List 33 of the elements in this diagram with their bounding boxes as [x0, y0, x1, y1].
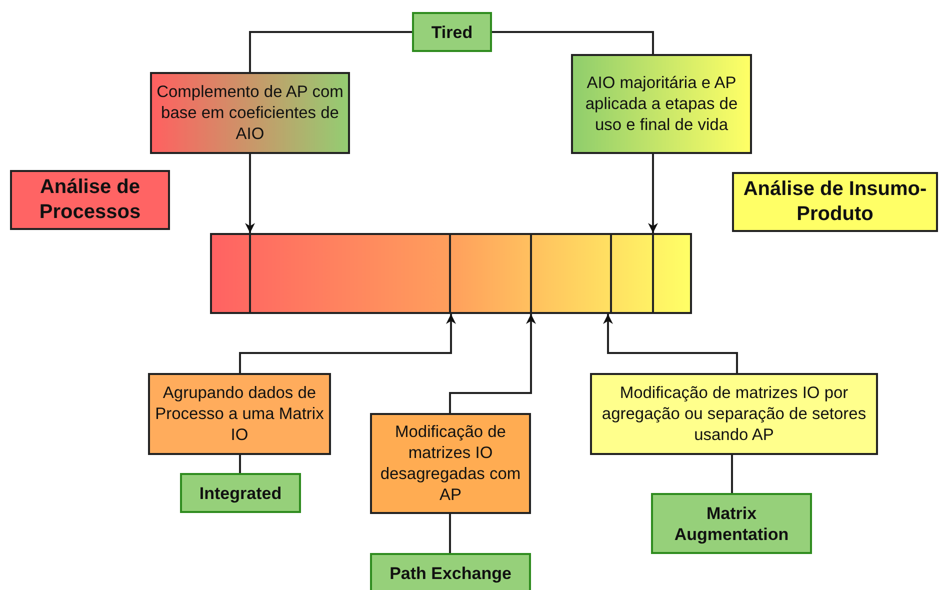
- connector-line: [731, 455, 733, 493]
- description-text: AIO majoritária e AP aplicada a etapas de uso e final de vida: [584, 72, 739, 136]
- description-text: Modificação de matrizes IO desagregadas com AP: [379, 422, 522, 506]
- description-text: Modificação de matrizes IO por agregação ou separação de setores usando AP: [600, 382, 868, 446]
- method-name: Integrated: [199, 482, 282, 504]
- method-name: Tired: [431, 22, 473, 42]
- arrow: [239, 314, 456, 373]
- process-box: [150, 72, 350, 154]
- connector-line: [249, 31, 412, 72]
- method-label-box: [370, 553, 531, 590]
- heading-text: Análise de Processos: [38, 175, 142, 225]
- method-name: Matrix Augmentation: [673, 502, 790, 544]
- connector-line: [492, 31, 654, 54]
- gradient-bar: [210, 233, 692, 314]
- process-box: [370, 413, 531, 514]
- process-box: [590, 373, 878, 455]
- heading-box: [732, 172, 938, 232]
- method-name: Path Exchange: [390, 562, 512, 584]
- arrow: [603, 314, 738, 373]
- arrow: [449, 314, 536, 413]
- method-label-box: [180, 473, 301, 513]
- arrow: [648, 154, 658, 233]
- description-text: Agrupando dados de Processo a uma Matrix IO: [154, 382, 325, 446]
- method-label-box: [651, 493, 812, 554]
- method-label-box: [412, 12, 492, 52]
- arrow: [245, 154, 255, 233]
- connector-line: [239, 455, 241, 473]
- description-text: Complemento de AP com base em coeficientes de AIO: [156, 82, 344, 144]
- process-box: [148, 373, 331, 455]
- heading-text: Análise de Insumo-Produto: [742, 177, 928, 227]
- connector-line: [449, 514, 451, 553]
- process-box: [571, 54, 752, 154]
- heading-box: [10, 170, 170, 230]
